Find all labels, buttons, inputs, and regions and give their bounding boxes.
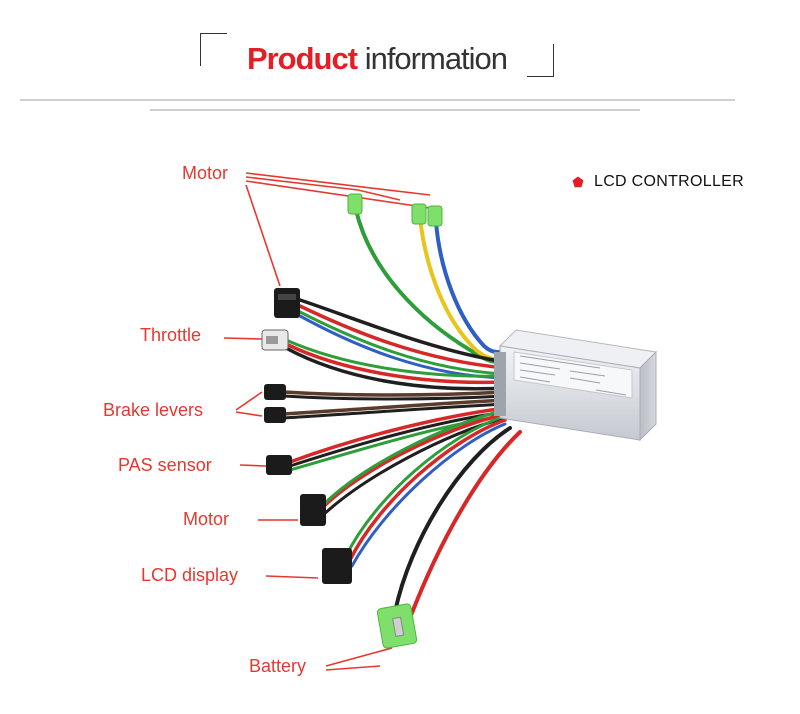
header-title: Product information [200,41,554,77]
label-motor: Motor [183,509,230,529]
leader-throttle [223,337,263,340]
header-title-strong: Product [246,41,358,76]
connector-hall-tab [278,294,296,300]
connector-motor [300,494,326,526]
leader-lcd [265,575,319,579]
connectors [261,193,443,649]
label-text-line [519,362,561,370]
wire-green-throttle [284,338,507,378]
wire-black-battery [393,426,512,614]
wire-green-hall [298,310,507,376]
wire-green-lcd [344,414,507,558]
leader-brake-1 [235,391,263,411]
connector-motor-green-2 [411,203,427,225]
label-text-line [595,389,627,396]
controller-side-face [639,350,657,442]
connector-throttle-inner [266,336,278,344]
header-bracket-left [200,33,227,66]
label-motor-top: Motor [182,163,229,183]
wire-red-hall [298,304,507,370]
label-battery: Battery [249,656,307,676]
wire-blue-lcd [350,422,507,568]
wire-black-pas [288,410,507,468]
leader-battery-2 [325,665,381,671]
connector-battery-pin [392,616,405,637]
wire-red-pas [288,406,507,464]
legend: LCD CONTROLLER [572,172,744,192]
legend-label: LCD CONTROLLER [594,173,745,190]
wire-green-motor [320,408,507,508]
wire-brown-brake-1 [282,390,507,397]
wire-red-throttle [284,342,507,385]
wire-red-lcd [348,418,507,562]
label-throttle: Throttle [140,325,202,345]
wire-black-brake-2 [282,402,507,420]
controller-label-text-lines [519,355,627,396]
connector-brake-2 [264,407,286,423]
wires [282,208,522,620]
leader-lines [223,172,431,671]
leader-pas [239,464,267,467]
wire-black-throttle [284,346,507,391]
connector-pas [266,455,292,475]
header-subtitle-lines [20,95,780,117]
label-lcd-display: LCD display [141,565,239,585]
subtitle-line [150,109,640,111]
leader-motor-top-1 [245,172,431,196]
leader-motor-top-2 [245,176,401,201]
controller-end-cap [494,352,506,416]
wire-yellow-top [418,216,510,362]
leader-battery-1 [325,647,393,667]
leader-brake-2 [235,411,263,417]
label-pas-sensor: PAS sensor [118,455,212,475]
wire-brown-brake-2 [282,398,507,416]
connector-motor-green-3 [427,205,443,227]
wire-black-hall [298,298,507,364]
label-text-line [519,355,601,369]
pentagon-marker-icon [572,176,584,188]
header-title-light: information [364,41,508,76]
connector-hall [274,288,300,318]
label-text-line [569,370,606,377]
connector-motor-green-1 [347,193,363,215]
label-text-line [519,376,551,383]
label-text-line [519,369,556,376]
wire-red-motor [318,412,507,512]
wire-red-battery [408,430,522,620]
header-bracket-right [527,44,554,77]
leader-motor-top-3 [245,180,431,209]
subtitle-line [20,99,735,101]
leader-motor-top-4 [245,184,281,287]
section-header: Product information [200,33,554,77]
lcd-controller-box [494,329,658,442]
label-brake-levers: Brake levers [103,400,204,420]
controller-label-sticker [513,351,633,399]
wire-black-brake-1 [282,394,507,401]
connector-brake-1 [264,384,286,400]
connector-lcd [322,548,352,584]
label-text-line [569,377,601,384]
